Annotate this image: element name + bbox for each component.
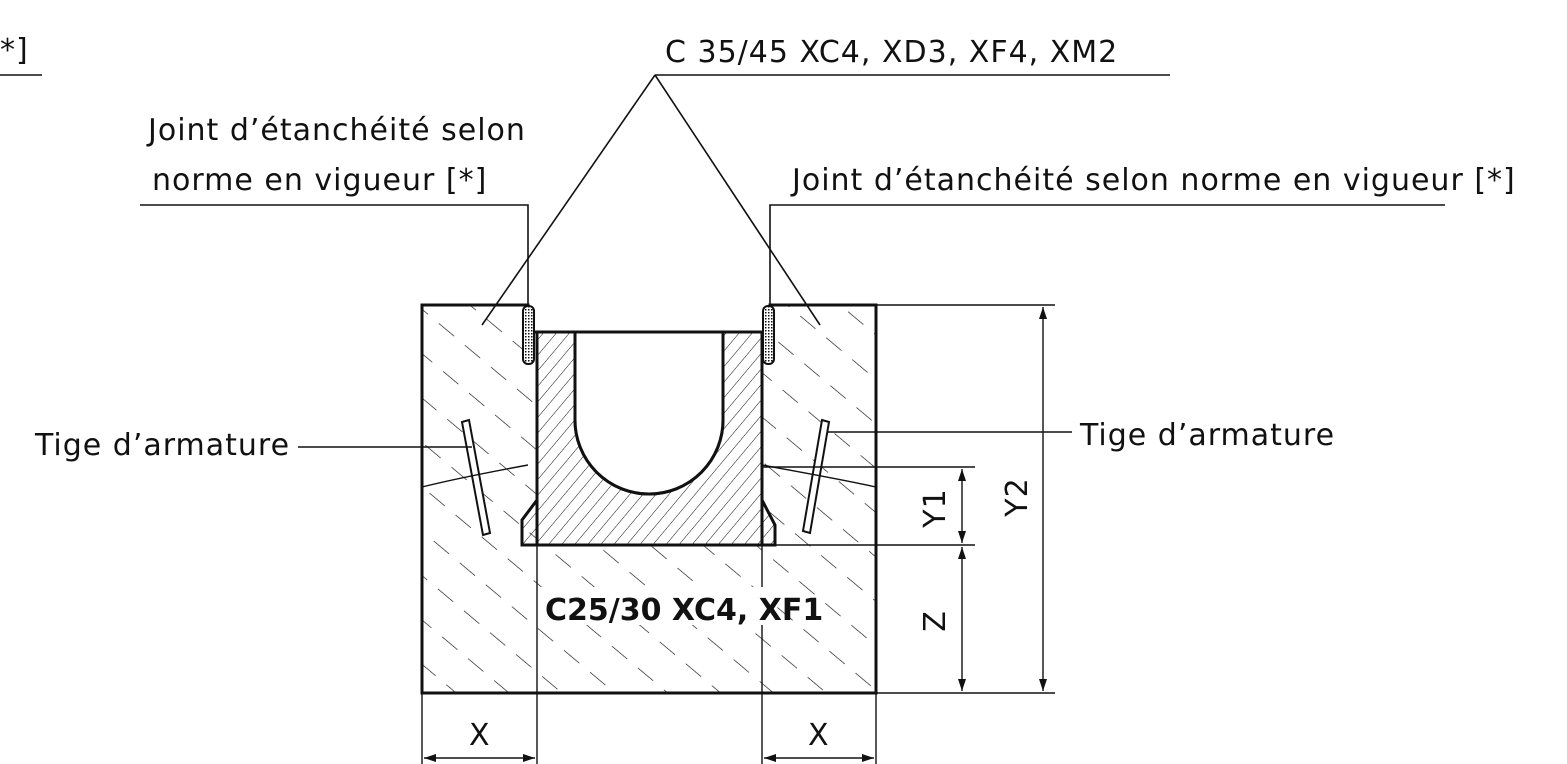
label-joint-right: Joint d’étanchéité selon norme en vigueu… bbox=[790, 163, 1516, 198]
seal-left bbox=[522, 305, 535, 365]
label-concrete-bottom-bg bbox=[540, 587, 775, 625]
label-rebar-right: Tige d’armature bbox=[1079, 418, 1335, 453]
label-corner-fragment: *] bbox=[0, 33, 29, 68]
leader-joint-right bbox=[769, 204, 1445, 306]
leader-joint-left bbox=[140, 204, 529, 306]
leader-top-left bbox=[481, 74, 656, 326]
dim-text-y1: Y1 bbox=[918, 488, 953, 528]
label-concrete-top: C 35/45 XC4, XD3, XF4, XM2 bbox=[665, 35, 1118, 70]
leader-top-right bbox=[654, 74, 821, 326]
label-concrete-bottom: C25/30 XC4, XF1 bbox=[545, 593, 823, 628]
seal-right bbox=[762, 305, 775, 365]
channel-opening bbox=[573, 330, 725, 496]
label-joint-left-line1: Joint d’étanchéité selon bbox=[146, 113, 526, 148]
dim-text-z: Z bbox=[918, 610, 953, 632]
label-rebar-left: Tige d’armature bbox=[34, 428, 290, 463]
dim-text-y2: Y2 bbox=[1000, 477, 1035, 517]
rebar-left bbox=[421, 418, 529, 537]
dim-text-x-left: X bbox=[469, 718, 491, 753]
dim-text-x-right: X bbox=[808, 718, 830, 753]
label-joint-left-line2: norme en vigueur [*] bbox=[152, 163, 487, 198]
